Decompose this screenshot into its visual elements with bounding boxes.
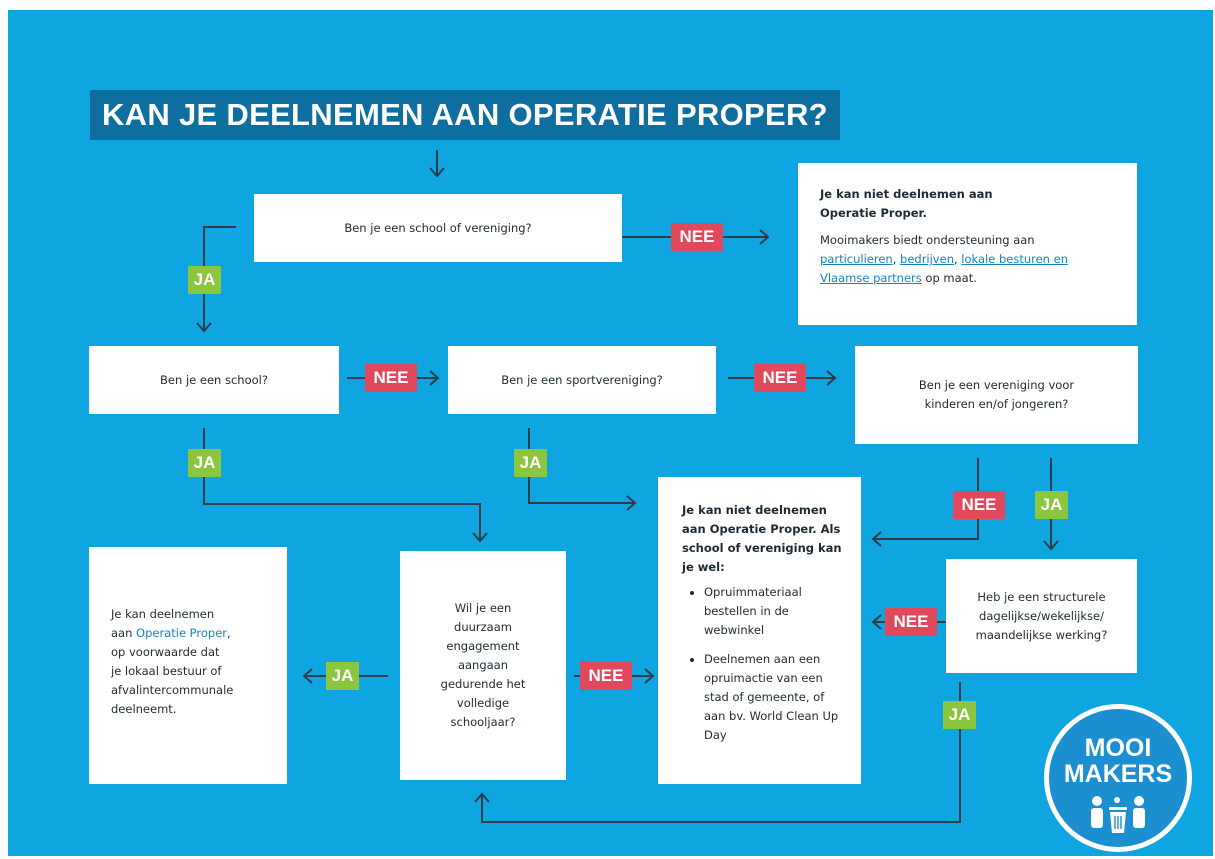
nee-label: NEE <box>885 608 937 636</box>
people-bin-icon <box>1091 796 1145 833</box>
question-sportvereniging: Ben je een sportvereniging? <box>448 346 716 414</box>
result-line4: je lokaal bestuur of <box>111 664 222 678</box>
result-can-participate: Je kan deelnemen aan Operatie Proper, op… <box>89 547 287 784</box>
link-bedrijven[interactable]: bedrijven <box>900 252 954 266</box>
alternatives-heading: Je kan niet deelnemen aan Operatie Prope… <box>682 503 842 574</box>
jeugd-nee-connector <box>873 458 979 540</box>
nee-label: NEE <box>754 364 806 392</box>
question-engagement: Wil je een duurzaam engagement aangaan g… <box>400 551 566 780</box>
no-participation-suffix: op maat. <box>921 271 977 285</box>
result-line2-prefix: aan <box>111 626 137 640</box>
link-particulieren[interactable]: particulieren <box>820 252 893 266</box>
question-sportvereniging-text: Ben je een sportvereniging? <box>501 372 663 387</box>
logo-text-line1: MOOI <box>1084 734 1152 762</box>
logo-text-line2: MAKERS <box>1063 760 1173 788</box>
werking-ja-connector <box>481 682 961 823</box>
separator: , <box>892 252 901 266</box>
no-participation-heading-line1: Je kan niet deelnemen aan <box>820 187 993 201</box>
nee-label: NEE <box>580 662 632 690</box>
question-school-or-association: Ben je een school of vereniging? <box>254 194 622 262</box>
question-school-or-association-text: Ben je een school of vereniging? <box>344 220 532 235</box>
result-line3: op voorwaarde dat <box>111 645 220 659</box>
school-ja-connector <box>203 428 481 540</box>
no-participation-heading-line2: Operatie Proper. <box>820 206 927 220</box>
no-participation-text: Mooimakers biedt ondersteuning aan <box>820 233 1035 247</box>
info-box-no-participation: Je kan niet deelnemen aan Operatie Prope… <box>798 163 1137 325</box>
question-structural-activity-text: Heb je een structurele dagelijkse/wekeli… <box>975 589 1108 642</box>
ja-label: JA <box>1035 491 1068 519</box>
ja-label: JA <box>514 449 547 477</box>
result-line5: afvalintercommunale <box>111 683 234 697</box>
ja-label: JA <box>188 449 221 477</box>
mooimakers-logo: MOOI MAKERS <box>1044 704 1192 852</box>
alternatives-list: Opruimmateriaal bestellen in de webwinke… <box>682 583 847 745</box>
separator: , <box>953 252 962 266</box>
nee-label: NEE <box>671 223 723 251</box>
q1-ja-connector <box>203 226 236 330</box>
result-line6: deelneemt. <box>111 702 177 716</box>
ja-label: JA <box>943 701 976 729</box>
flowchart-canvas: KAN JE DEELNEMEN AAN OPERATIE PROPER? Be… <box>8 10 1213 856</box>
link-lokale-besturen[interactable]: lokale besturen en Vlaamse partners <box>820 252 1068 285</box>
question-structural-activity: Heb je een structurele dagelijkse/wekeli… <box>946 559 1137 673</box>
page-title: KAN JE DEELNEMEN AAN OPERATIE PROPER? <box>90 90 840 140</box>
result-line1: Je kan deelnemen <box>111 607 215 621</box>
title-down-arrowhead <box>429 167 445 178</box>
ja-label: JA <box>188 266 221 294</box>
ja-label: JA <box>326 662 359 690</box>
result-line2-suffix: , <box>227 626 231 640</box>
question-youth-association: Ben je een vereniging voor kinderen en/o… <box>855 346 1138 444</box>
question-school: Ben je een school? <box>89 346 339 414</box>
nee-label: NEE <box>953 491 1005 519</box>
nee-label: NEE <box>365 364 417 392</box>
question-youth-association-text: Ben je een vereniging voor kinderen en/o… <box>918 378 1075 411</box>
link-operatie-proper[interactable]: Operatie Proper <box>136 626 228 640</box>
question-engagement-text: Wil je een duurzaam engagement aangaan g… <box>440 601 526 729</box>
info-box-alternatives: Je kan niet deelnemen aan Operatie Prope… <box>658 477 861 784</box>
alternatives-item: Deelnemen aan een opruimactie van een st… <box>704 650 847 745</box>
alternatives-item: Opruimmateriaal bestellen in de webwinke… <box>704 583 847 640</box>
question-school-text: Ben je een school? <box>160 372 268 387</box>
